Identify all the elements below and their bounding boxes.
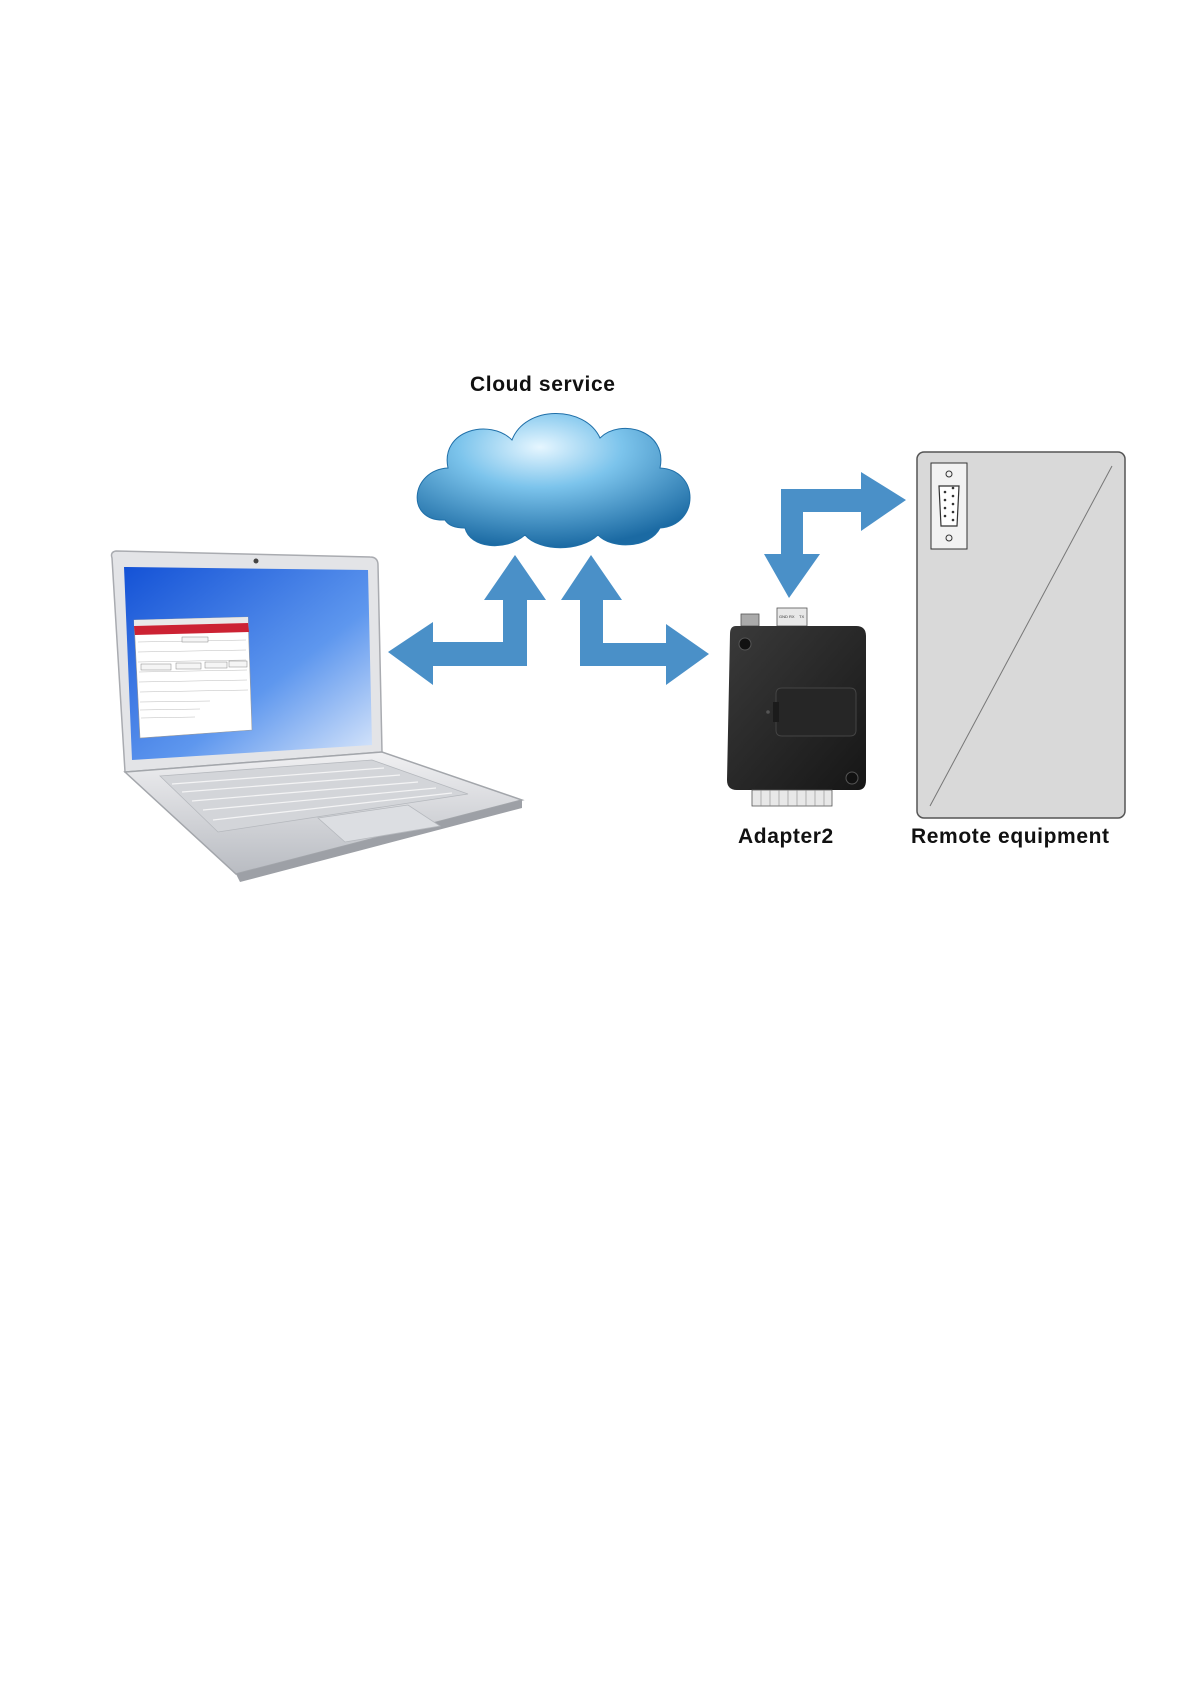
svg-text:RX: RX — [789, 614, 795, 619]
cloud-service-label: Cloud service — [470, 373, 616, 397]
svg-text:GND: GND — [779, 614, 788, 619]
arrow-cloud-adapter — [561, 555, 709, 685]
remote-equipment-label: Remote equipment — [911, 825, 1110, 849]
laptop-icon — [112, 551, 523, 882]
camera-icon — [254, 559, 259, 564]
remote-equipment-panel — [917, 452, 1125, 818]
adapter-label: Adapter2 — [738, 825, 834, 849]
arrow-adapter-remote — [764, 472, 906, 598]
serial-port-icon — [931, 463, 967, 549]
software-window — [134, 617, 252, 738]
arrow-laptop-cloud — [388, 555, 546, 685]
svg-text:TX: TX — [799, 614, 804, 619]
cloud-icon — [417, 413, 690, 547]
